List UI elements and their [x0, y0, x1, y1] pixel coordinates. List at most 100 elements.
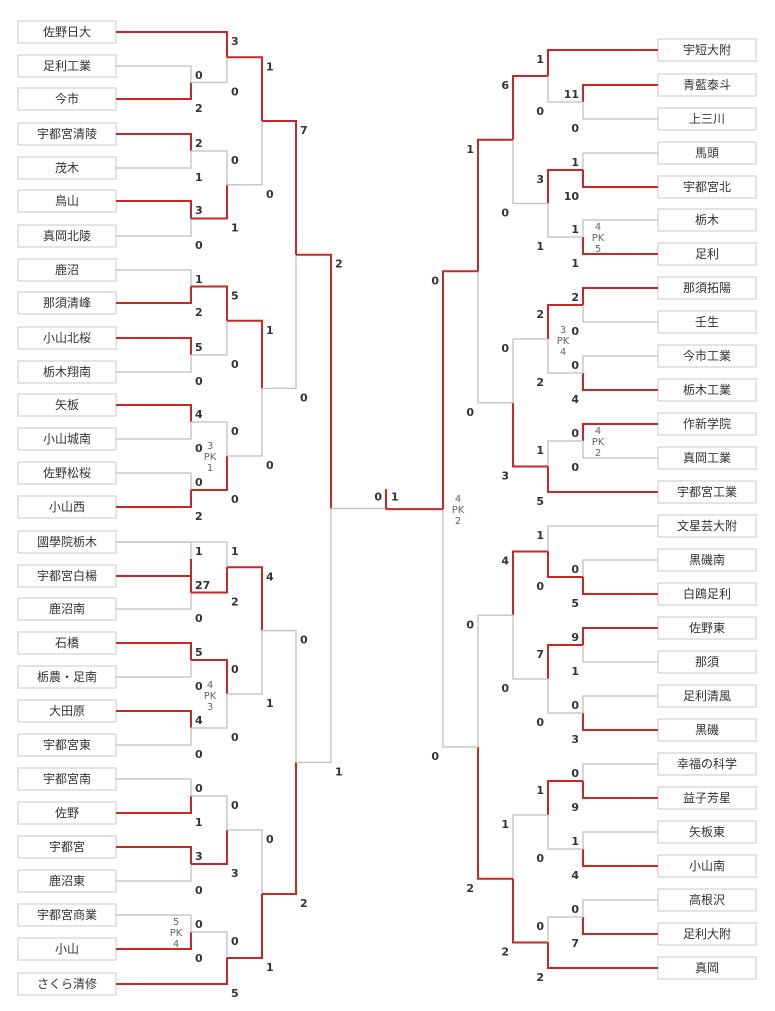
bracket-line — [582, 441, 658, 459]
score: 0 — [231, 154, 239, 167]
team-name: 那須拓陽 — [683, 281, 731, 295]
bracket-line — [547, 76, 583, 103]
bracket-line — [547, 679, 583, 714]
winner-path-line — [547, 169, 583, 204]
winner-path-line — [582, 237, 658, 255]
team-name: 壬生 — [695, 315, 719, 329]
team-name: 足利清風 — [683, 689, 731, 703]
score: 1 — [335, 765, 343, 778]
bracket-line — [582, 645, 658, 663]
winner-path-line — [191, 659, 228, 694]
score: 1 — [266, 961, 274, 974]
team-name: 作新学院 — [683, 416, 731, 431]
pk-score: 3 — [560, 325, 566, 336]
score: 10 — [564, 190, 580, 203]
bracket-line — [191, 320, 228, 356]
team-name: 馬頭 — [695, 146, 719, 160]
team-name: 那須清峰 — [43, 296, 91, 310]
bracket-line — [116, 541, 192, 559]
score: 5 — [195, 341, 203, 354]
pk-label: PK — [592, 437, 605, 448]
bracket-line — [582, 152, 658, 170]
winner-path-line — [582, 713, 658, 731]
pk-score: 4 — [595, 426, 601, 437]
score: 0 — [195, 952, 203, 965]
team-name: 那須 — [695, 655, 719, 669]
bracket-line — [477, 271, 513, 404]
score: 0 — [195, 748, 203, 761]
score: 0 — [231, 799, 239, 812]
score: 2 — [501, 946, 509, 959]
score: 1 — [536, 53, 544, 66]
score: 0 — [195, 782, 203, 795]
winner-path-line — [116, 337, 192, 355]
bracket-line — [582, 355, 658, 373]
bracket-line — [547, 440, 583, 467]
score: 0 — [231, 731, 239, 744]
score: 1 — [195, 545, 203, 558]
score: 0 — [431, 750, 439, 763]
winner-path-line — [582, 577, 658, 595]
score: 1 — [195, 816, 203, 829]
team-name: 鹿沼 — [55, 262, 79, 277]
score: 1 — [571, 665, 579, 678]
score: 0 — [571, 903, 579, 916]
score: 4 — [195, 714, 203, 727]
winner-path-line — [191, 184, 228, 220]
bracket-line — [582, 695, 658, 713]
bracket-line — [442, 509, 478, 748]
team-name: 足利大附 — [683, 927, 731, 941]
score: 4 — [571, 393, 579, 406]
score: 2 — [536, 376, 544, 389]
bracket-line — [547, 815, 583, 850]
bracket-line — [116, 778, 192, 796]
score: 0 — [466, 406, 474, 419]
team-name: 宇都宮清陵 — [37, 126, 97, 141]
score: 1 — [571, 835, 579, 848]
bracket-line — [582, 831, 658, 849]
pk-score: 2 — [455, 516, 461, 527]
score: 0 — [231, 425, 239, 438]
winner-path-line — [512, 550, 548, 616]
score: 4 — [571, 869, 579, 882]
bracket-line — [547, 203, 583, 238]
team-name: 文星芸大附 — [677, 518, 737, 533]
score: 5 — [536, 495, 544, 508]
score: 2 — [571, 291, 579, 304]
score: 0 — [231, 358, 239, 371]
winner-path-line — [116, 642, 192, 660]
team-name: 宇都宮商業 — [37, 907, 97, 922]
team-name: 宇都宮工業 — [677, 484, 737, 499]
pk-score: 1 — [207, 463, 213, 474]
bracket-line — [547, 916, 583, 943]
pk-label: PK — [557, 336, 570, 347]
winner-path-line — [116, 490, 192, 508]
team-name: 鹿沼南 — [49, 601, 85, 616]
team-name: 栃農・足南 — [37, 669, 97, 684]
team-name: 宇短大附 — [683, 43, 731, 57]
bracket-line — [116, 472, 192, 490]
winner-path-line — [442, 270, 478, 510]
bracket-line — [116, 541, 228, 568]
score: 3 — [231, 867, 239, 880]
score: 0 — [231, 86, 239, 99]
bracket-line — [116, 422, 192, 440]
score: 27 — [195, 579, 210, 592]
bracket-line — [191, 694, 228, 729]
winner-path-line — [547, 466, 658, 493]
winner-path-line — [477, 138, 513, 272]
winner-path-line — [227, 566, 263, 631]
team-name: 國學院栃木 — [37, 535, 97, 549]
score: 2 — [195, 102, 203, 115]
pk-label: PK — [592, 233, 605, 244]
bracket-line — [512, 814, 548, 879]
bracket-line — [582, 763, 658, 781]
winner-path-line — [116, 796, 192, 814]
team-name: 宇都宮東 — [43, 737, 91, 752]
score: 0 — [536, 580, 544, 593]
score: 4 — [266, 570, 274, 583]
winner-path-line — [191, 285, 228, 321]
pk-score: 3 — [207, 702, 213, 713]
bracket-line — [191, 150, 228, 185]
winner-path-line — [582, 781, 658, 799]
